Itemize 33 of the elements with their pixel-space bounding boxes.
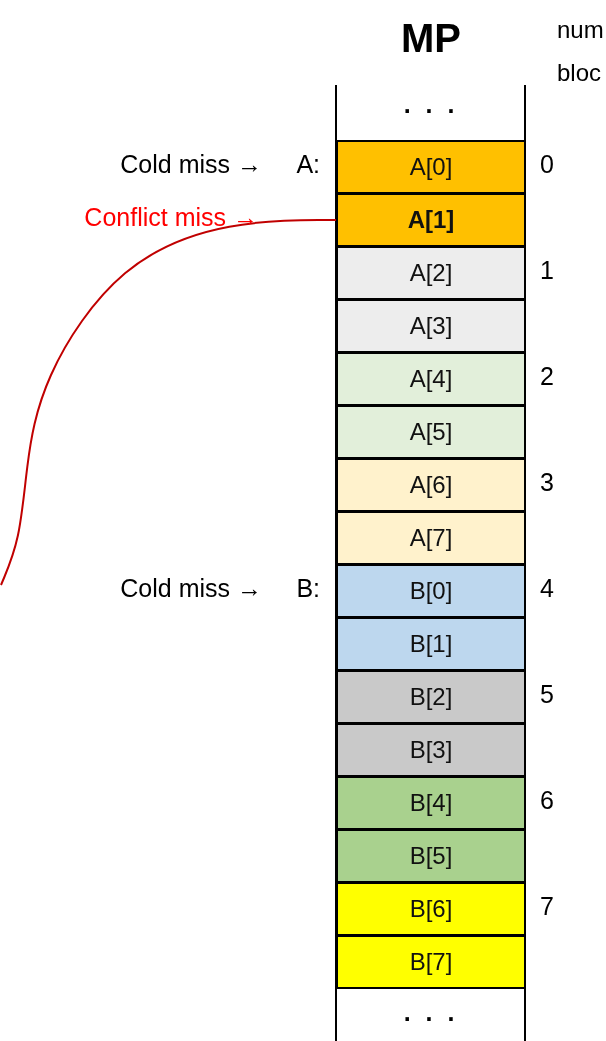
memory-cell: B[1] [336, 617, 526, 671]
block-number: 7 [540, 894, 554, 919]
block-number: 5 [540, 682, 554, 707]
ellipsis: . . . [402, 92, 460, 117]
memory-cell: B[7] [336, 935, 526, 989]
memory-cell: A[6] [336, 458, 526, 512]
memory-cell: A[1] [336, 193, 526, 247]
block-number: 3 [540, 470, 554, 495]
annotation: Cold miss → [120, 152, 262, 177]
memory-cell: B[6] [336, 882, 526, 936]
memory-cell: A[5] [336, 405, 526, 459]
block-number: 6 [540, 788, 554, 813]
memory-cell: A[3] [336, 299, 526, 353]
memory-cell: B[3] [336, 723, 526, 777]
memory-cell: A[7] [336, 511, 526, 565]
array-label: A: [296, 152, 320, 177]
ellipsis: . . . [402, 1000, 460, 1025]
array-label: B: [296, 576, 320, 601]
memory-cell: B[4] [336, 776, 526, 830]
memory-cell: A[0] [336, 140, 526, 194]
memory-cell: A[2] [336, 246, 526, 300]
annotation: Cold miss → [120, 576, 262, 601]
block-number: 4 [540, 576, 554, 601]
title: MP [400, 18, 462, 58]
block-number: 1 [540, 258, 554, 283]
memory-cell: B[0] [336, 564, 526, 618]
memory-cell: B[5] [336, 829, 526, 883]
memory-cell: A[4] [336, 352, 526, 406]
memory-cell: B[2] [336, 670, 526, 724]
block-number: 2 [540, 364, 554, 389]
block-number: 0 [540, 152, 554, 177]
column-heading: num bloc [557, 15, 605, 89]
connector-curve [0, 219, 337, 586]
